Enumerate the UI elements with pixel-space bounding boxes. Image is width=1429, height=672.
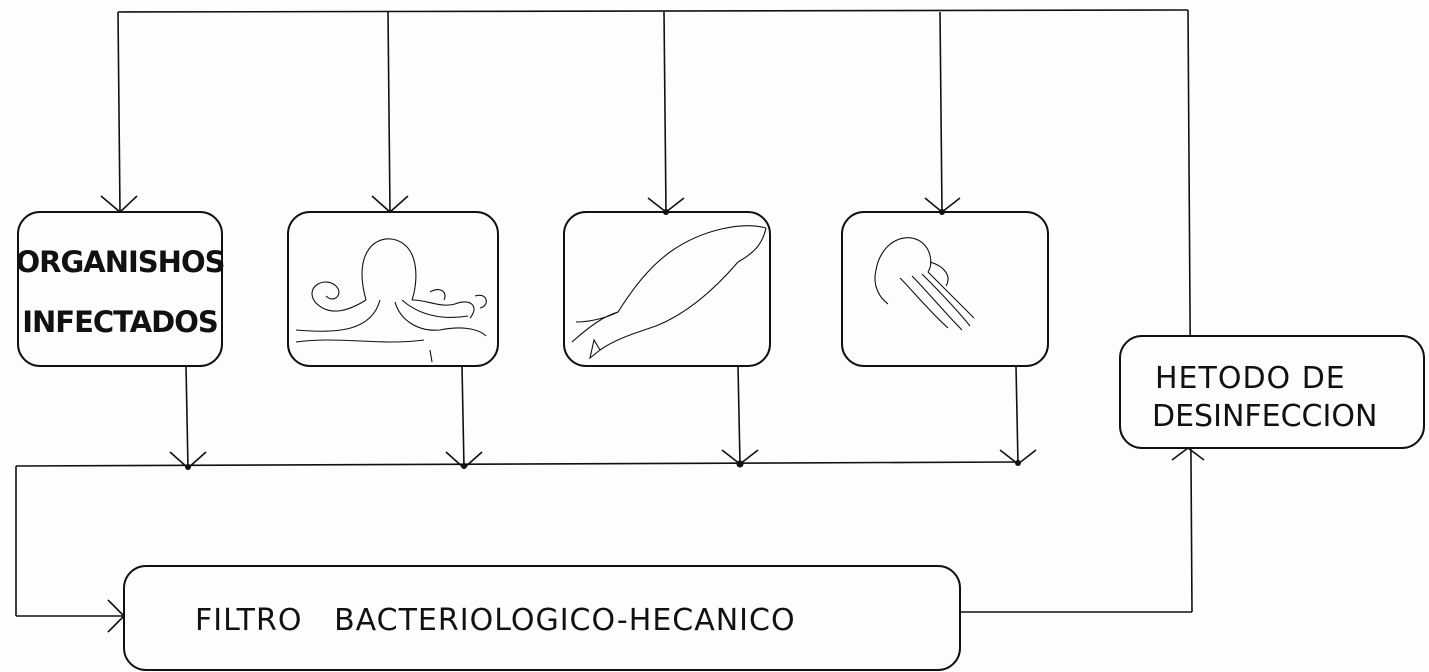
fish-drawing-icon <box>572 226 766 358</box>
disinfection-feed-arrow <box>1172 448 1204 460</box>
disinfection-method-box: HETODO DE DESINFECCION <box>1120 336 1424 448</box>
octopus-box <box>288 212 498 366</box>
junction-dots <box>185 209 1021 470</box>
infected-box-line1: ORGANISHOS <box>16 245 225 279</box>
jellyfish-drawing-icon <box>875 238 974 330</box>
filter-box-label: FILTRO BACTERIOLOGICO-HECANICO <box>195 603 796 638</box>
fish-box <box>564 212 770 366</box>
infected-organisms-box: ORGANISHOS INFECTADOS <box>16 212 225 366</box>
output-arrows <box>170 366 1036 468</box>
feed-arrows <box>101 12 960 212</box>
top-distribution-line <box>118 10 1192 612</box>
jellyfish-box <box>842 212 1048 366</box>
filter-box: FILTRO BACTERIOLOGICO-HECANICO <box>124 566 960 670</box>
disinfection-box-line2: DESINFECCION <box>1152 399 1377 434</box>
octopus-drawing-icon <box>296 239 486 362</box>
disinfection-box-line1: HETODO DE <box>1155 361 1346 396</box>
infected-box-line2: INFECTADOS <box>22 305 218 339</box>
